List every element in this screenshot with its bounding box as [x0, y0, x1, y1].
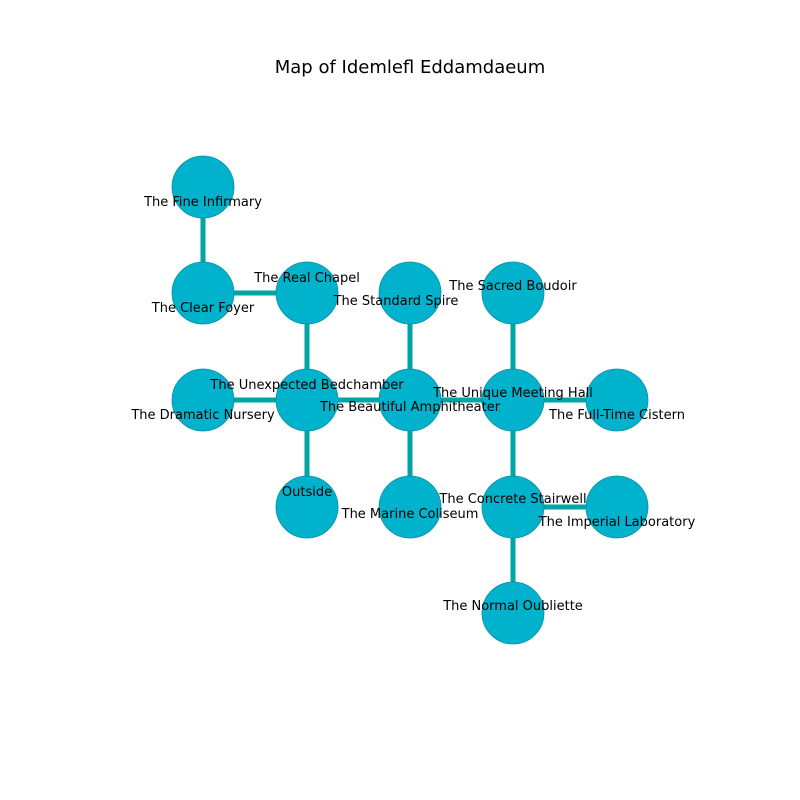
room-label-standard-spire: The Standard Spire: [333, 294, 459, 309]
room-label-outside: Outside: [282, 485, 332, 500]
room-node-normal-oubliette: [481, 581, 545, 645]
room-node-concrete-stairwell: [481, 475, 545, 539]
room-label-beautiful-amphitheater: The Beautiful Amphitheater: [319, 400, 501, 415]
room-node-real-chapel: [275, 261, 339, 325]
room-label-marine-coliseum: The Marine Coliseum: [341, 507, 479, 522]
map-title: Map of Idemlefl Eddamdaeum: [275, 57, 546, 78]
room-node-sacred-boudoir: [481, 261, 545, 325]
room-label-real-chapel: The Real Chapel: [253, 271, 360, 286]
room-node-imperial-laboratory: [585, 475, 649, 539]
room-label-dramatic-nursery: The Dramatic Nursery: [130, 408, 275, 423]
room-label-unique-meeting-hall: The Unique Meeting Hall: [432, 386, 593, 401]
room-node-standard-spire: [378, 261, 442, 325]
room-node-fine-infirmary: [171, 155, 235, 219]
room-node-clear-foyer: [171, 261, 235, 325]
room-node-beautiful-amphitheater: [378, 368, 442, 432]
room-node-marine-coliseum: [378, 475, 442, 539]
room-node-dramatic-nursery: [171, 368, 235, 432]
room-label-clear-foyer: The Clear Foyer: [151, 301, 255, 316]
room-label-fine-infirmary: The Fine Infirmary: [143, 195, 262, 210]
room-label-concrete-stairwell: The Concrete Stairwell: [438, 492, 586, 507]
room-label-normal-oubliette: The Normal Oubliette: [442, 599, 583, 614]
room-label-unexpected-bedchamber: The Unexpected Bedchamber: [209, 378, 404, 393]
room-label-imperial-laboratory: The Imperial Laboratory: [538, 515, 696, 530]
room-node-unexpected-bedchamber: [275, 368, 339, 432]
room-label-sacred-boudoir: The Sacred Boudoir: [448, 279, 577, 294]
room-node-full-time-cistern: [585, 368, 649, 432]
rooms-layer: [171, 155, 649, 645]
room-node-outside: [275, 475, 339, 539]
room-label-full-time-cistern: The Full-Time Cistern: [548, 408, 685, 423]
room-node-unique-meeting-hall: [481, 368, 545, 432]
